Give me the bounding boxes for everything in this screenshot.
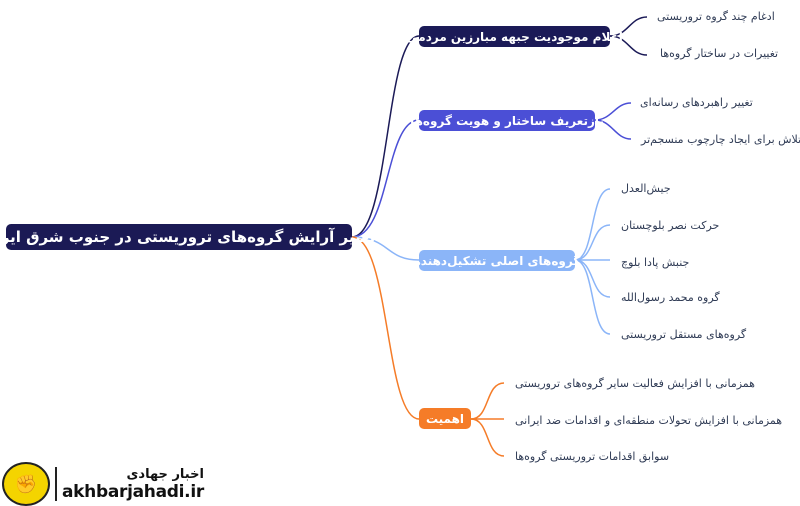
- leaf-node[interactable]: حرکت نصر بلوچستان: [621, 219, 720, 232]
- connector-b3-c2: [574, 224, 611, 261]
- connector-b3-c5: [574, 259, 611, 335]
- connector-root-b3: [351, 236, 420, 261]
- leaf-node[interactable]: تغییر راهبردهای رسانه‌ای: [640, 96, 753, 109]
- connector-root-b1: [351, 35, 420, 238]
- leaf-node[interactable]: جیش‌العدل: [621, 182, 671, 195]
- connector-root-b2: [351, 119, 420, 238]
- akhbarjahadi-logo: ✊ اخبار جهادی akhbarjahadi.ir: [2, 462, 204, 506]
- branch-node-importance[interactable]: اهمیت: [419, 408, 471, 429]
- leaf-node[interactable]: سوابق اقدامات تروریستی گروه‌ها: [515, 450, 670, 463]
- connector-b4-c1: [470, 382, 505, 420]
- connector-b1-c1: [609, 16, 648, 37]
- connector-b4-c3: [470, 418, 505, 457]
- branch-node-redefinition[interactable]: بازتعریف ساختار و هویت گروه‌ها: [410, 110, 604, 131]
- root-node[interactable]: تغییر آرایش گروه‌های تروریستی در جنوب شر…: [0, 224, 375, 250]
- leaf-node[interactable]: گروه‌های مستقل تروریستی: [621, 328, 747, 341]
- connector-b2-c1: [594, 102, 632, 121]
- leaf-node[interactable]: ادغام چند گروه تروریستی: [657, 10, 775, 23]
- leaf-node[interactable]: گروه محمد رسول‌الله: [621, 291, 720, 304]
- connector-root-b4: [351, 236, 420, 420]
- leaf-node[interactable]: همزمانی با افزایش تحولات منطقه‌ای و اقدا…: [515, 414, 783, 427]
- connector-b3-c1: [574, 188, 611, 261]
- branch-node-front-announcement[interactable]: اعلام موجودیت جبهه مبارزین مردمی: [406, 26, 623, 47]
- branch-node-main-groups[interactable]: گروه‌های اصلی تشکیل‌دهنده: [414, 250, 580, 271]
- connector-b2-c2: [594, 119, 632, 140]
- logo-divider: [55, 467, 57, 501]
- emblem-icon: ✊: [2, 462, 50, 506]
- leaf-node[interactable]: همزمانی با افزایش فعالیت سایر گروه‌های ت…: [515, 377, 755, 390]
- connector-b1-c2: [609, 35, 648, 56]
- leaf-node[interactable]: تلاش برای ایجاد چارچوب منسجم‌تر: [641, 133, 800, 146]
- leaf-node[interactable]: تغییرات در ساختار گروه‌ها: [660, 47, 779, 60]
- logo-text-en: akhbarjahadi.ir: [62, 481, 204, 502]
- logo-text-fa: اخبار جهادی: [126, 466, 204, 482]
- leaf-node[interactable]: جنبش پادا بلوچ: [621, 256, 690, 269]
